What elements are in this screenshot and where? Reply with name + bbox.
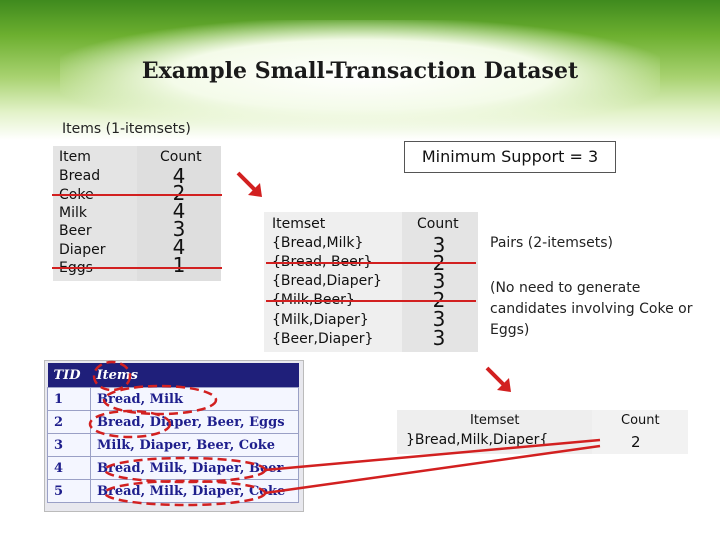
triplet-count: 2 <box>631 433 641 451</box>
min-support-box: Minimum Support = 3 <box>404 141 616 173</box>
pairs-itemset-col-shade <box>264 212 402 352</box>
triplets-header-count: Count <box>621 413 660 428</box>
item-count: 2 <box>172 181 186 205</box>
connector-line <box>264 438 601 472</box>
pair-count: 3 <box>432 307 446 331</box>
items-cell: Bread, Diaper, Beer, Eggs <box>90 410 299 434</box>
item-name: Milk <box>59 205 87 221</box>
pair-count: 3 <box>432 326 446 350</box>
dashed-circle <box>103 456 267 484</box>
item-count: 4 <box>172 199 186 223</box>
count-col-shade <box>137 146 221 281</box>
arrow-down-right-icon <box>236 171 262 197</box>
item-name: Bread <box>59 168 101 184</box>
triplets-count-col-shade <box>592 410 688 454</box>
pair-count: 3 <box>432 233 446 257</box>
triplets-header-itemset: Itemset <box>470 413 520 428</box>
tid-table: TID Items 1 Bread, Milk 2 Bread, Diaper,… <box>47 363 299 503</box>
dashed-highlights <box>88 360 267 507</box>
items-header-item: Item <box>59 149 91 165</box>
table-row: 3 Milk, Diaper, Beer, Coke <box>47 433 299 457</box>
item-count: 4 <box>172 164 186 188</box>
item-name: Beer <box>59 223 92 239</box>
pairs-note: (No need to generate candidates involvin… <box>490 280 693 338</box>
dashed-circle <box>92 360 132 392</box>
item-count: 1 <box>172 253 186 277</box>
items-col-shade <box>53 146 137 281</box>
item-count: 4 <box>172 235 186 259</box>
pairs-count-col-shade <box>402 212 478 352</box>
pair-itemset: {Beer,Diaper} <box>272 331 374 347</box>
header-glow <box>60 20 660 130</box>
table-row: 1 Bread, Milk <box>47 387 299 411</box>
pairs-header-itemset: Itemset <box>272 216 326 232</box>
tid-header: TID <box>47 363 91 388</box>
items-heading: Items (1-itemsets) <box>62 121 191 137</box>
triplets-itemset-col-shade <box>397 410 592 454</box>
tid-cell: 4 <box>47 456 91 480</box>
item-count: 3 <box>172 217 186 241</box>
items-header-count: Count <box>160 149 202 165</box>
dashed-circle <box>88 409 172 439</box>
items-cell: Milk, Diaper, Beer, Coke <box>90 433 299 457</box>
pairs-label: Pairs (2-itemsets) <box>490 235 613 251</box>
item-name: Diaper <box>59 242 106 258</box>
dashed-circle <box>102 384 218 416</box>
connector-line <box>264 444 601 495</box>
triplet-itemset: }Bread,Milk,Diaper{ <box>406 432 549 448</box>
slide-title: Example Small-Transaction Dataset <box>141 58 579 84</box>
arrow-down-right-icon <box>485 366 511 392</box>
pair-count: 3 <box>432 269 446 293</box>
dashed-circle <box>103 479 267 507</box>
pair-itemset: {Bread,Diaper} <box>272 273 382 289</box>
pairs-header-count: Count <box>417 216 459 232</box>
tid-cell: 5 <box>47 479 91 503</box>
pair-itemset: {Bread,Milk} <box>272 235 364 251</box>
pair-itemset: {Milk,Diaper} <box>272 312 369 328</box>
